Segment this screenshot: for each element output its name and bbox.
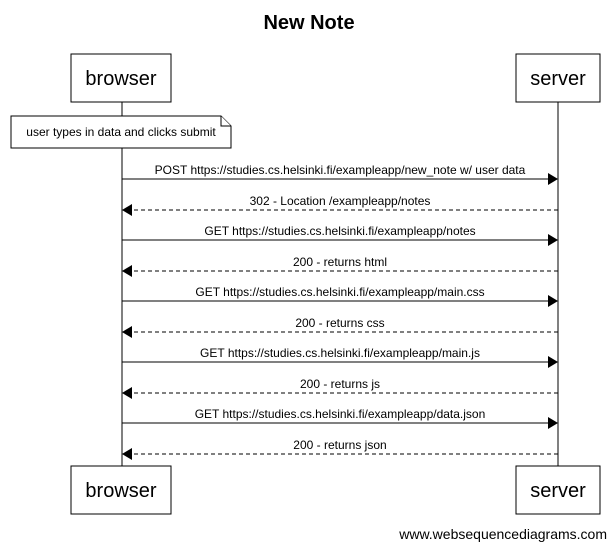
- message-label: 200 - returns css: [295, 316, 384, 330]
- browser-actor-label-bottom: browser: [85, 480, 156, 502]
- message: 200 - returns css: [122, 316, 558, 338]
- arrowhead: [548, 417, 558, 429]
- arrowhead: [548, 234, 558, 246]
- arrowhead: [548, 295, 558, 307]
- message: GET https://studies.cs.helsinki.fi/examp…: [122, 285, 558, 307]
- message: GET https://studies.cs.helsinki.fi/examp…: [122, 407, 558, 429]
- browser-actor-label: browser: [85, 68, 156, 90]
- arrowhead: [548, 173, 558, 185]
- message-label: 200 - returns json: [293, 438, 386, 452]
- arrowhead: [122, 387, 132, 399]
- message: 200 - returns js: [122, 377, 558, 399]
- note-text: user types in data and clicks submit: [26, 125, 216, 139]
- message-label: 302 - Location /exampleapp/notes: [250, 194, 431, 208]
- message: 200 - returns json: [122, 438, 558, 460]
- messages: POST https://studies.cs.helsinki.fi/exam…: [122, 163, 558, 460]
- server-actor-label: server: [530, 68, 586, 90]
- message-label: POST https://studies.cs.helsinki.fi/exam…: [155, 163, 526, 177]
- browser-actor-top: browser: [70, 53, 172, 103]
- message-label: 200 - returns html: [293, 255, 387, 269]
- message-label: 200 - returns js: [300, 377, 380, 391]
- message: GET https://studies.cs.helsinki.fi/examp…: [122, 224, 558, 246]
- arrowhead: [122, 265, 132, 277]
- server-actor-bottom: server: [515, 465, 601, 515]
- arrowhead: [122, 448, 132, 460]
- message-label: GET https://studies.cs.helsinki.fi/examp…: [200, 346, 480, 360]
- message-label: GET https://studies.cs.helsinki.fi/examp…: [204, 224, 475, 238]
- arrowhead: [122, 204, 132, 216]
- message-label: GET https://studies.cs.helsinki.fi/examp…: [195, 407, 486, 421]
- message: 200 - returns html: [122, 255, 558, 277]
- watermark: www.websequencediagrams.com: [398, 526, 607, 542]
- diagram-title: New Note: [263, 12, 354, 34]
- message: GET https://studies.cs.helsinki.fi/examp…: [122, 346, 558, 368]
- browser-actor-bottom: browser: [70, 465, 172, 515]
- message: POST https://studies.cs.helsinki.fi/exam…: [122, 163, 558, 185]
- server-actor-label-bottom: server: [530, 480, 586, 502]
- note: user types in data and clicks submit: [10, 115, 232, 149]
- arrowhead: [122, 326, 132, 338]
- server-actor-top: server: [515, 53, 601, 103]
- arrowhead: [548, 356, 558, 368]
- message: 302 - Location /exampleapp/notes: [122, 194, 558, 216]
- message-label: GET https://studies.cs.helsinki.fi/examp…: [195, 285, 484, 299]
